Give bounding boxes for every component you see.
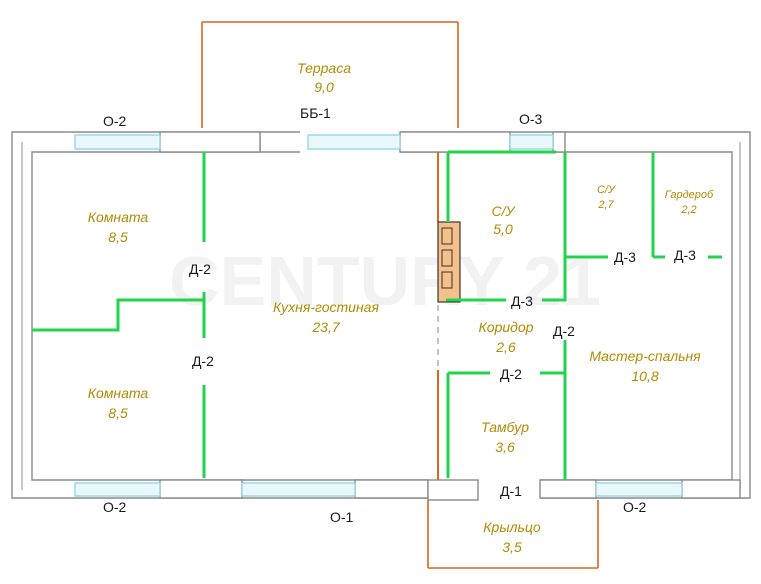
code-window-bot-mid: О-1 xyxy=(330,509,354,525)
terrace-name: Терраса xyxy=(297,60,351,76)
room-bot-area: 8,5 xyxy=(108,405,128,421)
code-window-bot-left: О-2 xyxy=(103,499,127,515)
master-area: 10,8 xyxy=(631,368,658,384)
vestibule-name: Тамбур xyxy=(481,419,529,435)
terrace-outline xyxy=(201,21,459,128)
partitions xyxy=(32,150,722,480)
room-labels: Терраса 9,0 Комната 8,5 Комната 8,5 Кухн… xyxy=(88,60,714,555)
wardrobe-area: 2,2 xyxy=(680,204,696,216)
code-window-bot-right: О-2 xyxy=(623,499,647,515)
code-door-bath: Д-3 xyxy=(511,293,533,309)
kitchen-name: Кухня-гостиная xyxy=(273,299,379,315)
code-door-master: Д-2 xyxy=(553,323,575,339)
window-bot-left xyxy=(74,482,161,497)
wc-area: 2,7 xyxy=(597,199,614,211)
code-door-wardrobe: Д-3 xyxy=(674,247,696,263)
code-window-top-right: О-3 xyxy=(519,111,543,127)
porch-name: Крыльцо xyxy=(483,519,541,535)
master-name: Мастер-спальня xyxy=(589,348,701,364)
code-door-left-bot: Д-2 xyxy=(192,353,214,369)
wardrobe-name: Гардероб xyxy=(665,189,714,201)
windows xyxy=(74,134,683,497)
corridor-area: 2,6 xyxy=(495,339,516,355)
porch-outline xyxy=(427,500,599,569)
code-door-wc: Д-3 xyxy=(614,249,636,265)
room-bot-name: Комната xyxy=(88,385,149,401)
terrace-area: 9,0 xyxy=(314,79,334,95)
kitchen-partition xyxy=(437,152,461,480)
code-door-entrance: Д-1 xyxy=(500,483,522,499)
watermark: CENTURY 21 xyxy=(169,242,601,320)
wc-name: С/У xyxy=(597,184,616,196)
code-door-left-top: Д-2 xyxy=(189,261,211,277)
code-window-top-left: О-2 xyxy=(103,113,127,129)
window-bot-mid xyxy=(241,482,356,497)
kitchen-area: 23,7 xyxy=(311,319,340,335)
element-codes: О-2 ББ-1 О-3 Д-2 Д-2 Д-3 Д-3 Д-3 Д-2 Д-2… xyxy=(103,105,696,525)
code-balcony-door: ББ-1 xyxy=(300,105,331,121)
vestibule-area: 3,6 xyxy=(495,439,515,455)
bath-area: 5,0 xyxy=(493,221,513,237)
wall-blocks xyxy=(159,131,741,501)
corridor-name: Коридор xyxy=(479,319,534,335)
room-top-name: Комната xyxy=(88,209,149,225)
balcony-door-glass xyxy=(307,134,401,150)
chimney xyxy=(437,221,461,303)
bath-name: С/У xyxy=(492,203,517,219)
window-bot-right xyxy=(595,482,683,497)
window-top-right xyxy=(509,134,554,150)
porch-area: 3,5 xyxy=(502,539,522,555)
code-door-vestibule: Д-2 xyxy=(500,366,522,382)
window-top-left xyxy=(74,134,161,150)
room-top-area: 8,5 xyxy=(108,229,128,245)
